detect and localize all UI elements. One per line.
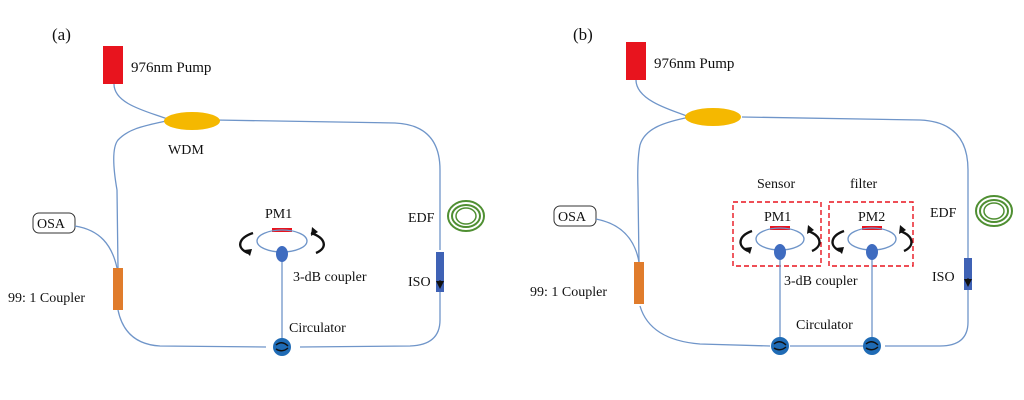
ring-bottom-left [117,309,267,348]
pm1-left-arrowhead [744,247,752,254]
iso-label: ISO [932,270,955,285]
coupler-3db-label: 3-dB coupler [784,274,858,289]
coupler-3db-2 [866,244,878,260]
wdm-coupler [685,108,741,126]
circulator-label: Circulator [289,321,346,336]
pm1-right-arrow [807,229,821,253]
coupler-3db [276,246,288,262]
pm1-left-arrow [239,231,254,255]
pump-fiber [113,83,171,121]
pump-label: 976nm Pump [131,60,211,76]
circulator-2 [863,337,881,355]
filter-label: filter [850,177,878,192]
circulator-label: Circulator [796,318,853,333]
circulator-2-arrow [865,341,879,351]
pm2-left-arrowhead [836,247,844,254]
osa-label: OSA [37,217,66,232]
isolator [964,258,972,290]
coupler-label: 99: 1 Coupler [8,291,85,306]
sensor-label: Sensor [757,177,795,192]
ring-top-right [741,116,969,258]
coupler-label: 99: 1 Coupler [530,285,607,300]
isolator [436,252,444,292]
osa-fiber [74,225,118,269]
ring-left-upper [113,119,171,269]
panel-b: (b) 976nm Pump OSA 99: 1 Coupler EDF ISO [530,25,1013,355]
coupler-3db-label: 3-dB coupler [293,270,367,285]
osa-label: OSA [558,210,587,225]
output-coupler [113,268,123,310]
pm1-right-arrow [310,231,325,255]
edf-coil [447,200,485,232]
circulator-1 [771,337,789,355]
ring-left-upper [637,116,691,263]
pm2-right-arrow [899,229,913,253]
pump-label: 976nm Pump [654,56,734,72]
panel-a: (a) 976nm Pump WDM OSA 99: 1 Coupler EDF… [8,25,485,356]
filter-box [828,201,914,267]
edf-label: EDF [930,206,957,221]
output-coupler [634,262,644,304]
pump-fiber [635,79,691,118]
pm1-label: PM1 [265,207,292,222]
wdm-label: WDM [168,143,204,158]
wdm-coupler [164,112,220,130]
osa-box [32,212,76,234]
osa-box [553,205,597,227]
pump-laser [103,46,123,84]
pm2-label: PM2 [858,210,885,225]
coupler-3db-1 [774,244,786,260]
pm1-left-arrowhead [244,249,252,256]
panel-a-tag: (a) [52,25,71,44]
pm2-right-arrowhead [899,225,906,234]
circulator-1-arrow [773,341,787,351]
pm1-right-arrowhead [807,225,814,234]
ring-bottom-right [299,292,441,348]
edf-coil [975,195,1013,227]
circulator-arrow [275,342,289,352]
pm1-right-arrowhead [311,227,318,236]
pump-laser [626,42,646,80]
pm1-label: PM1 [764,210,791,225]
ring-top-right [214,119,441,250]
ring-bottom-left [639,305,771,347]
iso-label: ISO [408,275,431,290]
edf-label: EDF [408,211,435,226]
circulator [273,338,291,356]
ring-bottom-right [885,290,969,347]
panel-b-tag: (b) [573,25,593,44]
osa-fiber [595,218,640,263]
sensor-box [732,201,822,267]
